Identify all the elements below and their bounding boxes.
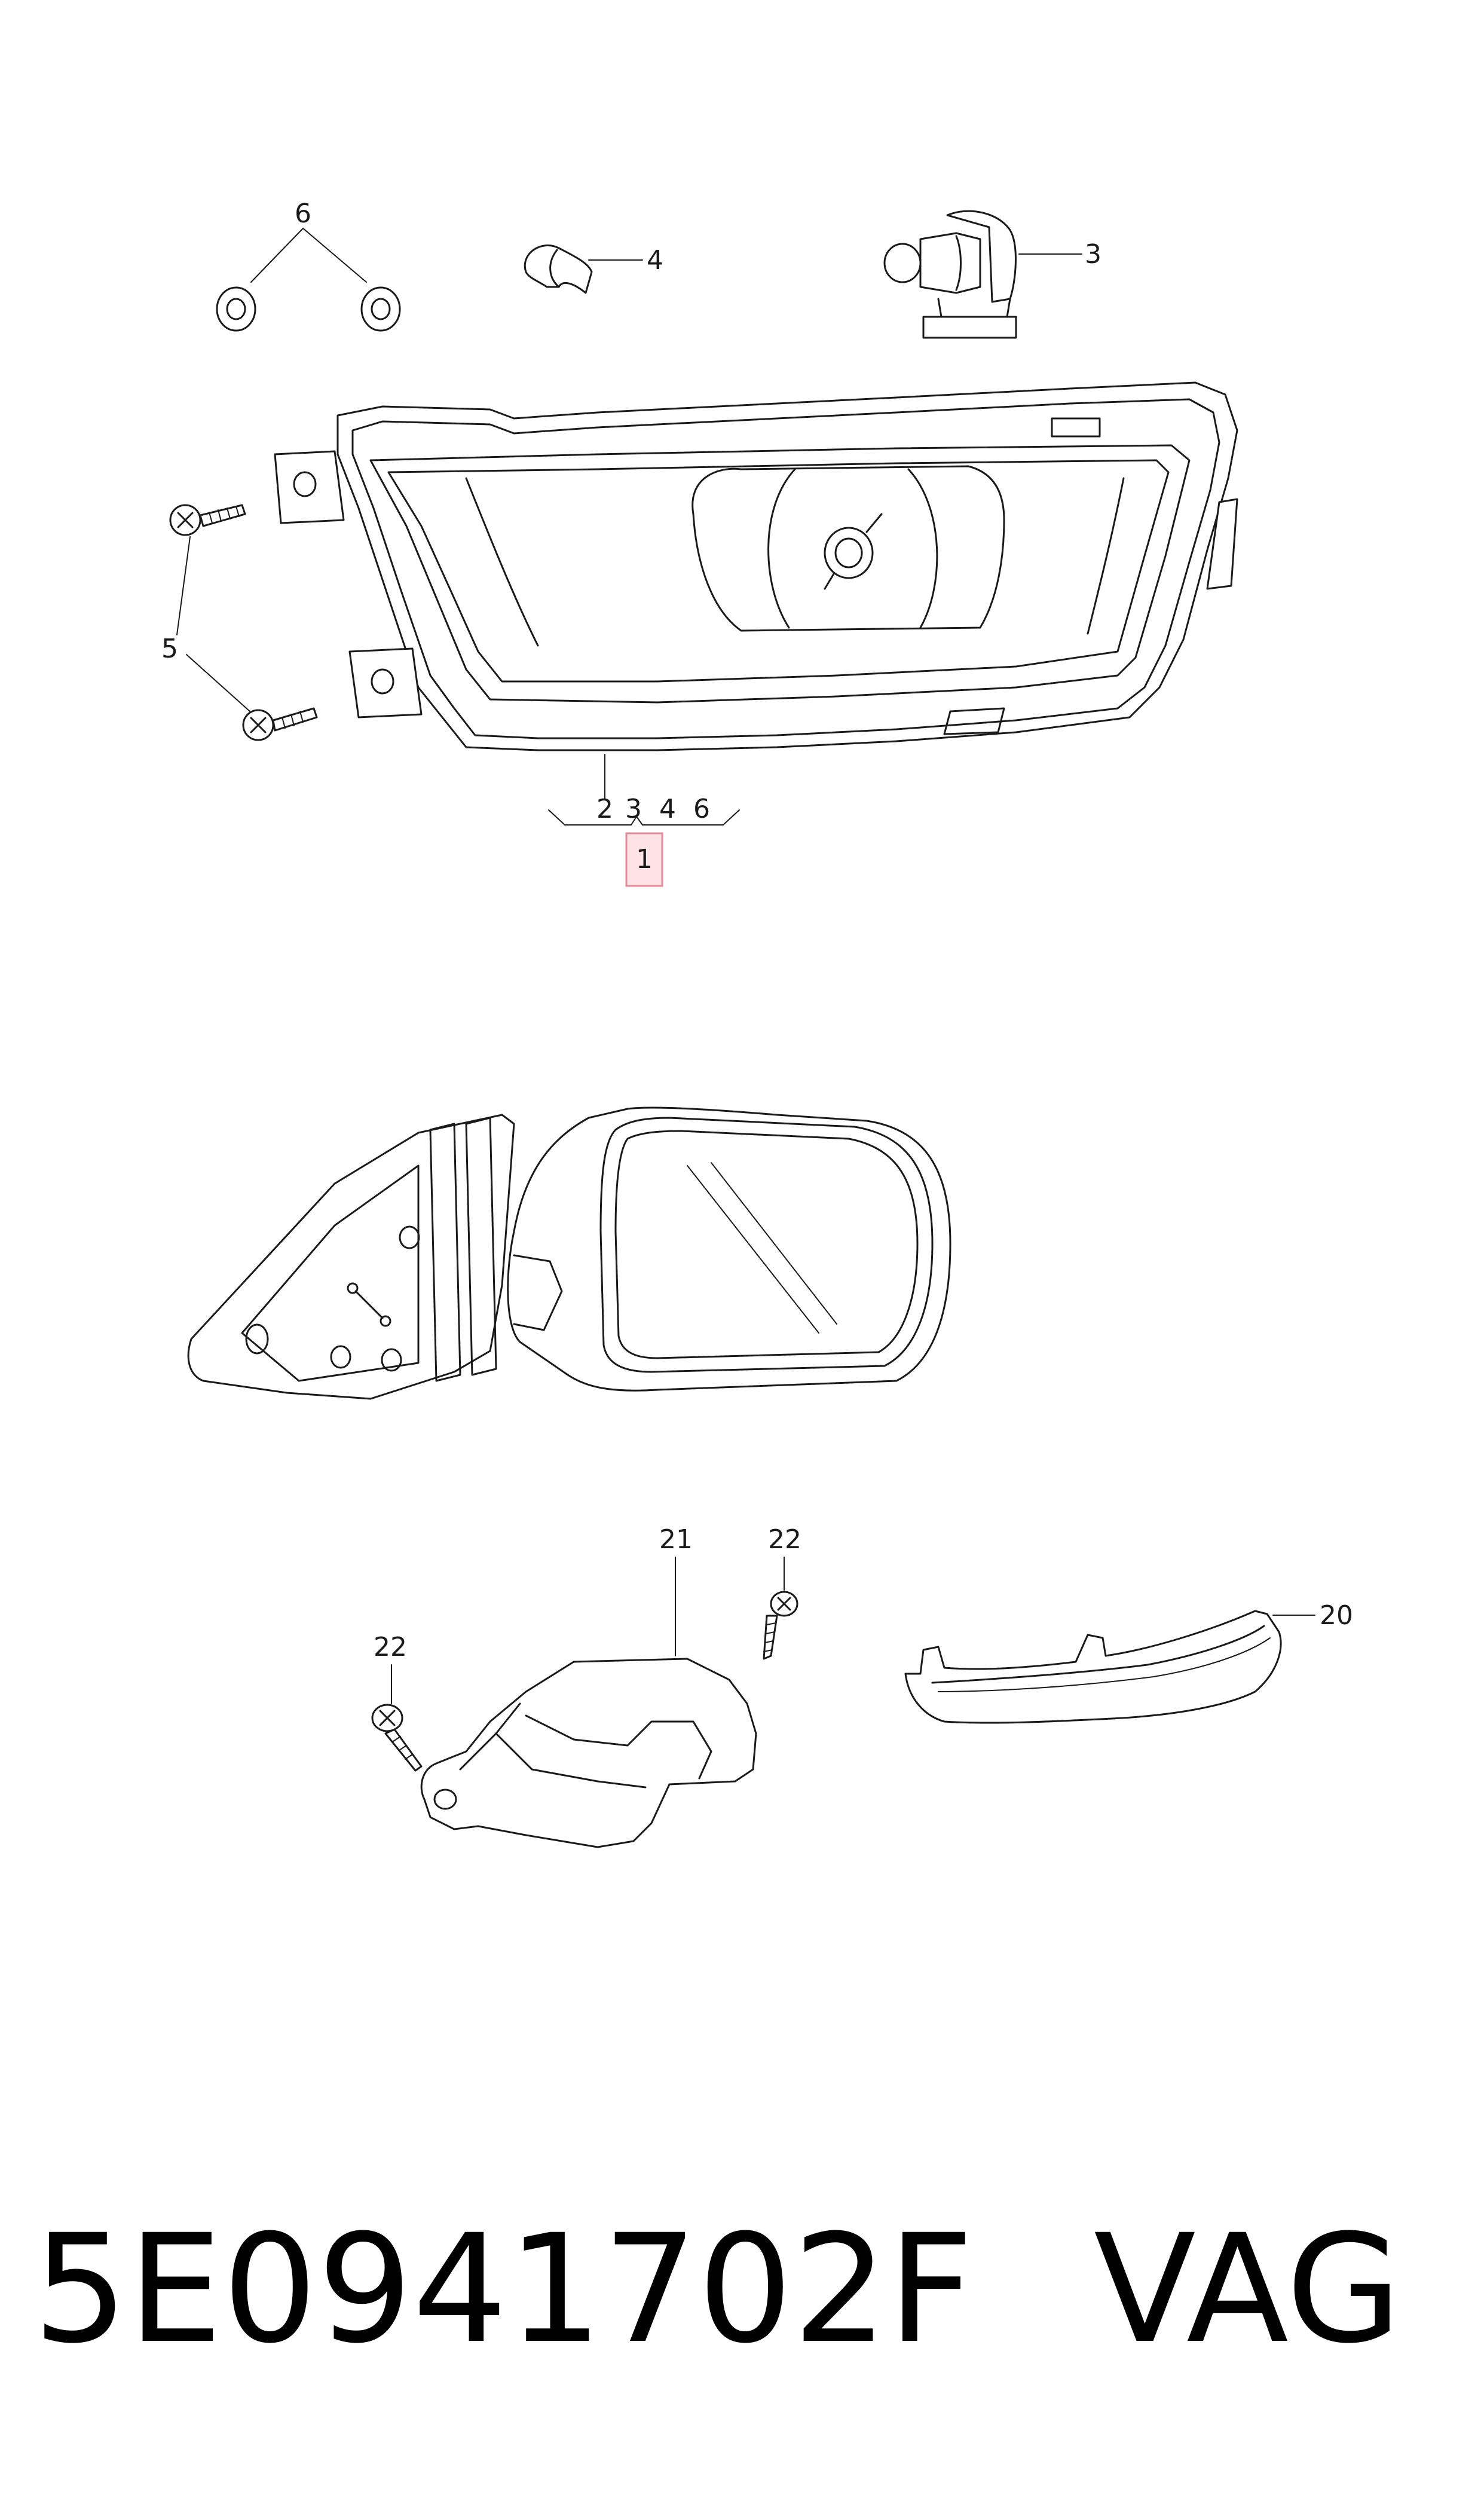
highlight-box [625,832,663,887]
bracket-item-1: 2 [596,794,613,824]
callout-lamp: 1 [636,844,653,875]
callout-indicator: 20 [1320,1600,1353,1631]
mirror-indicator [904,1610,1282,1724]
nut-right [360,286,401,332]
callout-cap: 4 [647,245,663,276]
bracket-line [548,809,740,826]
screw-bottom [242,707,318,741]
nut-left [216,286,256,332]
leader-screw [176,536,250,712]
brand-label: VAG [1094,2202,1402,2376]
side-mirror [187,1106,951,1400]
leader-nut [250,228,367,283]
bulb-cap [524,244,593,294]
mirror-screw-top [763,1591,798,1660]
callout-screw-top: 22 [768,1524,801,1555]
bulb [883,210,1017,339]
bracket-item-4: 6 [693,794,710,824]
callout-nut: 6 [295,198,311,229]
callout-screw: 5 [161,634,178,664]
bracket-item-3: 4 [659,794,676,824]
mirror-bracket [420,1658,757,1848]
bracket-item-2: 3 [625,794,642,824]
callout-bracket: 21 [659,1524,693,1555]
callout-bulb: 3 [1085,239,1101,270]
screw-top [169,504,246,536]
part-number: 5E0941702F [33,2202,974,2376]
callout-screw-left: 22 [374,1632,407,1662]
fog-lamp-housing [274,381,1238,751]
mirror-screw-left [371,1704,423,1772]
